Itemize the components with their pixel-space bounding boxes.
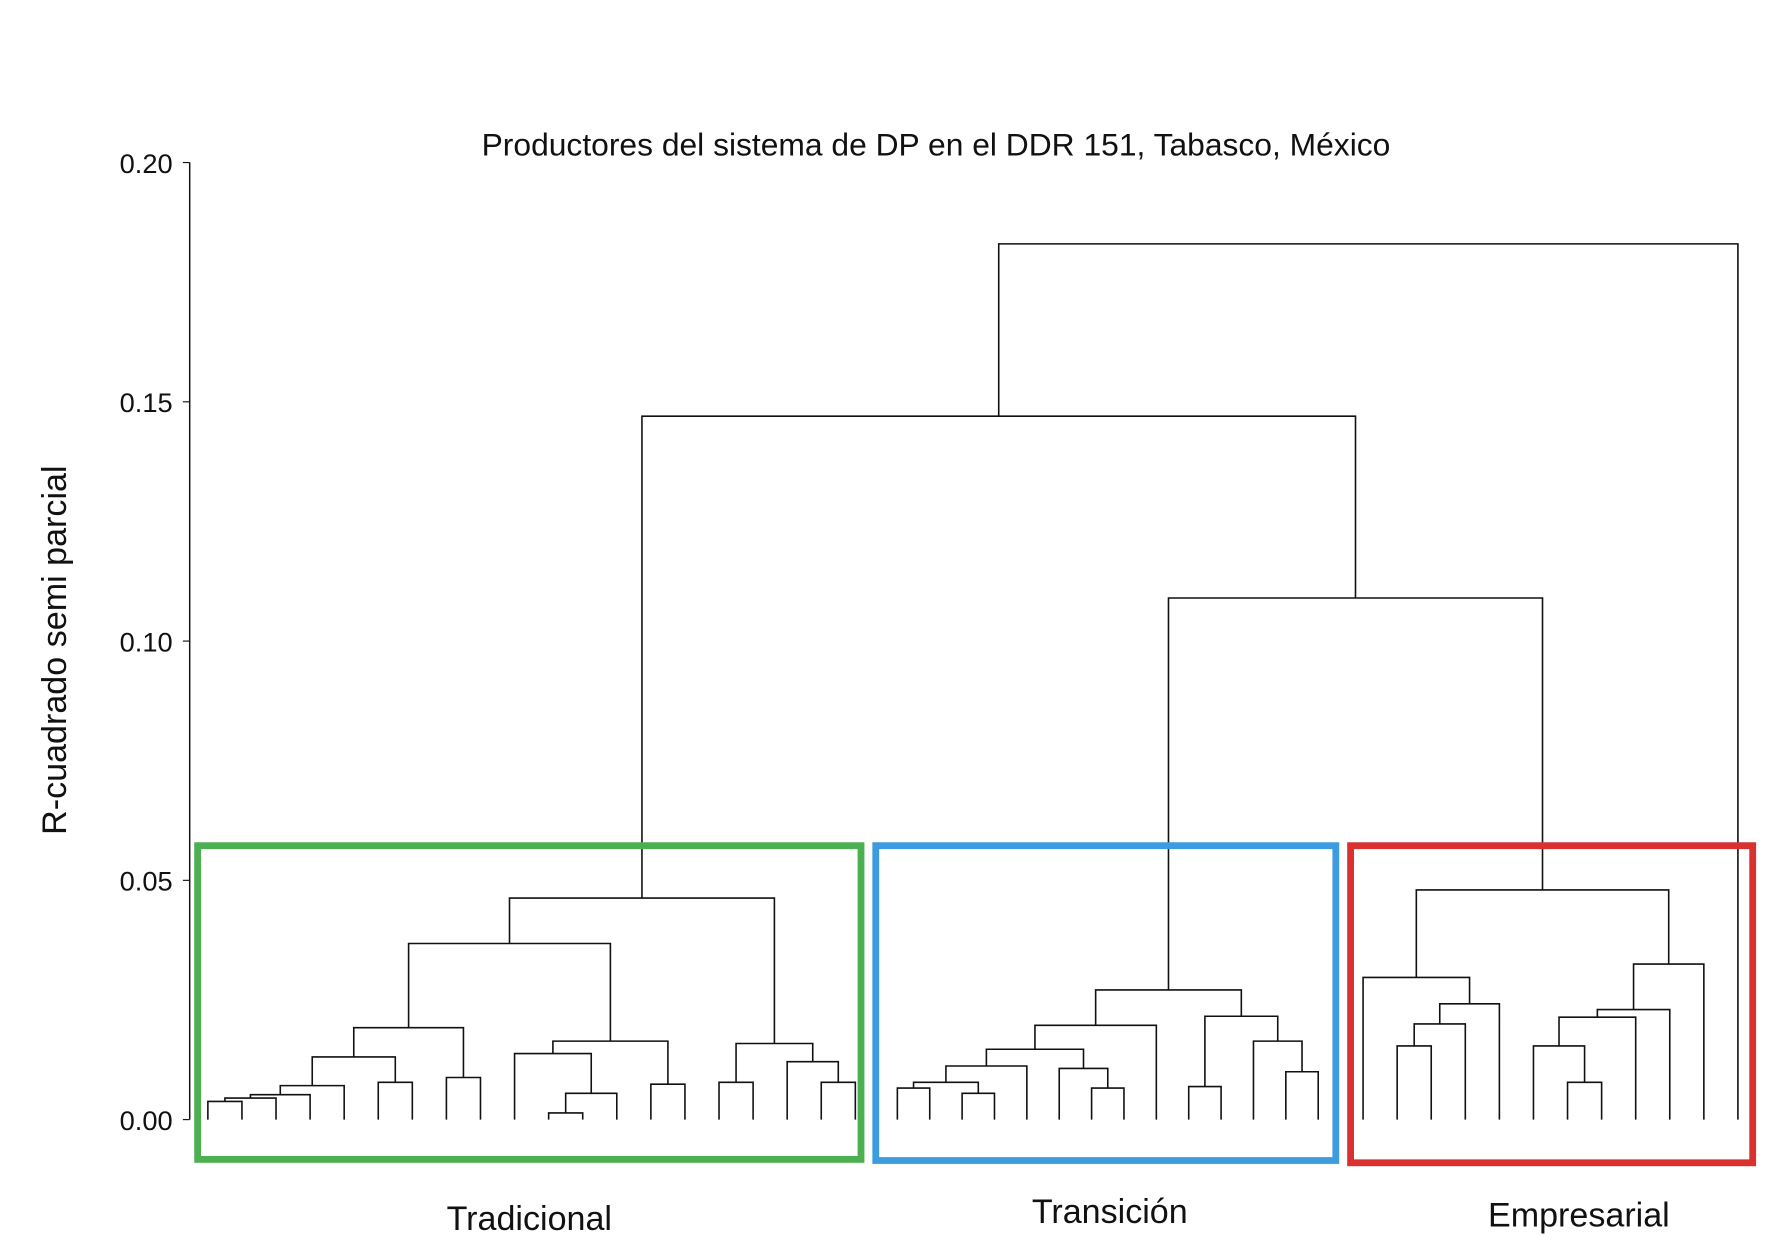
- group-box-transicion: [872, 842, 1340, 1164]
- dendrogram-merge-link: [547, 1112, 584, 1120]
- group-label-transicion: Transición: [1032, 1193, 1188, 1231]
- dendrogram-merge-link: [1094, 989, 1243, 1026]
- dendrogram-merge-link: [1558, 1016, 1637, 1120]
- dendrogram-merge-link: [249, 1093, 311, 1120]
- dendrogram-merge-link: [1438, 1003, 1501, 1120]
- group-label-empresarial: Empresarial: [1488, 1196, 1670, 1234]
- dendrogram-merge-link: [1413, 1023, 1467, 1120]
- y-axis-label: R-cuadrado semi parcial: [36, 465, 74, 834]
- dendrogram-merge-link: [896, 1087, 931, 1120]
- dendrogram-merge-link: [997, 243, 1739, 1120]
- dendrogram-merge-link: [377, 1081, 414, 1120]
- dendrogram-merge-link: [311, 1056, 397, 1086]
- dendrogram-merge-link: [786, 1060, 840, 1120]
- dendrogram-merge-link: [445, 1076, 482, 1120]
- dendrogram-merge-link: [564, 1092, 618, 1120]
- dendrogram-merge-link: [912, 1081, 980, 1094]
- group-box-empresarial: [1347, 842, 1757, 1167]
- dendrogram-merge-link: [513, 1052, 593, 1120]
- dendrogram-merge-link: [1596, 1008, 1671, 1120]
- y-tick-label: 0.10: [120, 626, 173, 657]
- group-box-tradicional: [194, 842, 865, 1163]
- dendrogram-merge-link: [961, 1092, 996, 1120]
- dendrogram-merge-link: [508, 897, 776, 1044]
- dendrogram-merge-link: [1396, 1045, 1433, 1120]
- dendrogram-merge-link: [641, 415, 1357, 899]
- dendrogram-merge-link: [552, 1040, 669, 1085]
- dendrogram-merge-link: [1090, 1087, 1125, 1120]
- dendrogram-merge-link: [1058, 1067, 1109, 1120]
- dendrogram-merge-link: [1204, 1015, 1279, 1087]
- dendrogram-merge-link: [207, 1100, 243, 1120]
- dendrogram-merge-link: [735, 1042, 814, 1083]
- dendrogram-merge-link: [224, 1097, 277, 1120]
- dendrogram-merge-link: [279, 1084, 345, 1120]
- dendrogram-merge-link: [1285, 1070, 1320, 1120]
- chart-title: Productores del sistema de DP en el DDR …: [482, 127, 1391, 163]
- dendrogram-merge-link: [407, 942, 612, 1042]
- dendrogram-merge-link: [1252, 1040, 1303, 1120]
- dendrogram-merge-link: [718, 1081, 754, 1120]
- dendrogram-merge-link: [352, 1026, 465, 1078]
- dendrogram-merge-link: [650, 1083, 686, 1120]
- group-label-tradicional: Tradicional: [447, 1200, 612, 1238]
- dendrogram-merge-link: [1167, 597, 1544, 990]
- dendrogram-merge-link: [1566, 1081, 1603, 1120]
- dendrogram-merge-link: [820, 1081, 857, 1120]
- y-tick-label: 0.15: [120, 387, 173, 418]
- dendrogram-merge-link: [1187, 1085, 1222, 1120]
- y-tick-label: 0.05: [120, 866, 173, 897]
- y-tick-label: 0.00: [120, 1105, 173, 1136]
- dendrogram-merge-link: [1034, 1024, 1158, 1120]
- dendrogram-merge-link: [1632, 963, 1705, 1120]
- y-tick-label: 0.20: [120, 148, 173, 179]
- dendrogram-merge-link: [1415, 889, 1670, 978]
- dendrogram-merge-link: [1362, 976, 1471, 1120]
